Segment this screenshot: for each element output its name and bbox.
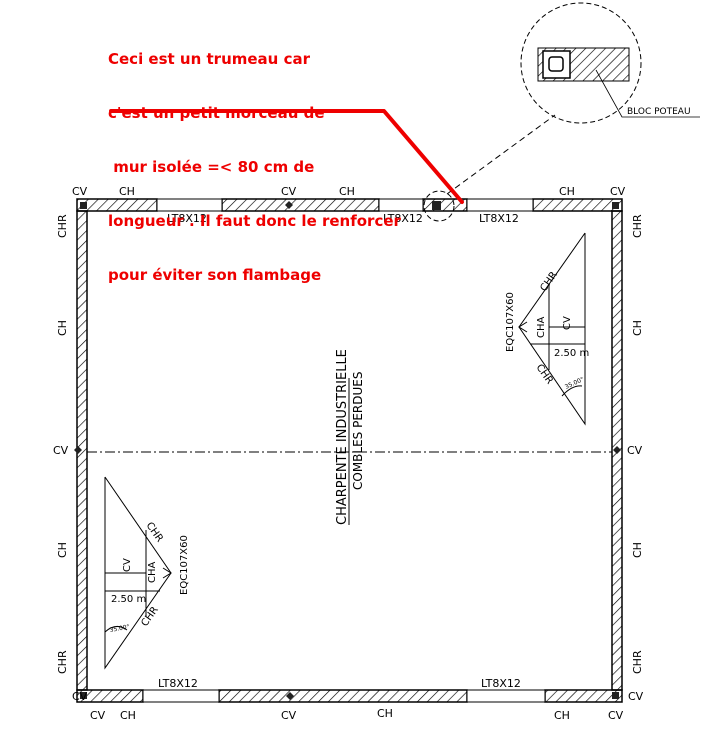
wall-bottom-3 (544, 689, 623, 703)
label-ch-top-3: CH (559, 185, 575, 198)
label-ch-bottom-1: CH (120, 709, 136, 722)
truss-right-angle: 35.00° (564, 376, 585, 391)
opening-bottom-1 (142, 689, 220, 703)
label-chr-left-top: CHR (56, 214, 69, 238)
trumeau-marker-circle (423, 190, 455, 222)
truss-right-cv: CV (562, 316, 573, 330)
opening-top-3 (466, 198, 534, 212)
label-ch-right-2: CH (631, 542, 644, 558)
label-lintel-bottom-1: LT8X12 (158, 677, 198, 690)
label-lintel-top-2: LT8X12 (383, 212, 423, 225)
truss-right (518, 232, 586, 426)
post-right-mid (613, 446, 621, 454)
label-ch-right-1: CH (631, 320, 644, 336)
truss-left-chr-bottom: CHR (139, 605, 160, 629)
label-cv-bottom-right-b: CV (608, 709, 624, 722)
detail-callout: BLOC POTEAU (423, 2, 700, 222)
opening-top-2 (378, 198, 424, 212)
truss-right-angle-arc (561, 385, 583, 397)
truss-left-span: 2.50 m (111, 594, 146, 605)
label-lintel-top-1: LT8X12 (167, 212, 207, 225)
annotation-line-2: c'est un petit morceau de (108, 104, 325, 122)
post-top-mid (285, 201, 293, 209)
truss-left-cha: CHA (147, 561, 158, 583)
center-title: CHARPENTE INDUSTRIELLE (335, 349, 350, 525)
truss-left-chr-top: CHR (144, 520, 165, 544)
label-cv-bottom-left-b: CV (90, 709, 106, 722)
label-cv-bottom-right-a: CV (628, 690, 644, 703)
annotation-line-1: Ceci est un trumeau car (108, 50, 310, 68)
truss-left-labels: CHR CV CHA 2.50 m CHR 35.00° EQC107X60 (109, 520, 190, 634)
label-cv-top-left: CV (72, 185, 88, 198)
annotation-note: Ceci est un trumeau car c'est un petit m… (108, 14, 408, 302)
wall-top-3 (532, 198, 623, 212)
detail-post-core (548, 56, 564, 72)
post-top-right (612, 202, 619, 209)
label-cv-left-mid: CV (53, 444, 69, 457)
truss-left (104, 476, 172, 670)
label-cv-top-right: CV (610, 185, 626, 198)
label-lintel-top-3: LT8X12 (479, 212, 519, 225)
detail-link-line (446, 114, 556, 195)
label-lintel-bottom-2: LT8X12 (481, 677, 521, 690)
label-cv-top-mid: CV (281, 185, 297, 198)
label-ch-bottom-3: CH (554, 709, 570, 722)
opening-bottom-2 (466, 689, 546, 703)
truss-right-span: 2.50 m (554, 348, 589, 359)
annotation-line-4: longueur . Il faut donc le renforcer (108, 212, 401, 230)
truss-right-mark (518, 321, 528, 333)
center-title-group: CHARPENTE INDUSTRIELLE COMBLES PERDUES (335, 349, 365, 525)
label-cv-right-mid: CV (627, 444, 643, 457)
truss-right-chr-bottom: CHR (534, 362, 555, 386)
label-cv-bottom-mid: CV (281, 709, 297, 722)
wall-labels: CV CH CV CH CH CV LT8X12 LT8X12 LT8X12 L… (53, 185, 644, 722)
label-ch-left-2: CH (56, 542, 69, 558)
post-bottom-right (612, 692, 619, 699)
post-bottom-mid (286, 692, 294, 700)
post-top-left (80, 202, 87, 209)
annotation-line-3: mur isolée =< 80 cm de (108, 158, 315, 176)
center-subtitle: COMBLES PERDUES (351, 372, 365, 491)
truss-right-triangle (518, 232, 586, 426)
label-chr-right-bottom: CHR (631, 650, 644, 674)
truss-right-labels: CHR CHA CV 2.50 m CHR 35.00° EQC107X60 (505, 270, 589, 391)
label-ch-top-2: CH (339, 185, 355, 198)
truss-left-angle: 35.00° (109, 624, 130, 634)
label-ch-bottom-2: CH (377, 707, 393, 720)
opening-top-1 (156, 198, 223, 212)
truss-left-name: EQC107X60 (179, 535, 190, 595)
post-left-mid (74, 446, 82, 454)
detail-circle (520, 2, 642, 124)
label-ch-left-1: CH (56, 320, 69, 336)
annotation-arrow (109, 109, 464, 204)
truss-right-cha: CHA (536, 316, 547, 338)
truss-left-cv: CV (122, 558, 133, 572)
truss-right-name: EQC107X60 (505, 292, 516, 352)
truss-left-angle-arc (104, 626, 128, 633)
bloc-poteau-post (432, 201, 441, 210)
label-chr-right-top: CHR (631, 214, 644, 238)
label-ch-top-1: CH (119, 185, 135, 198)
detail-label: BLOC POTEAU (627, 107, 691, 117)
label-cv-bottom-left-a: CV (72, 690, 88, 703)
posts (74, 201, 621, 700)
truss-left-mark (162, 567, 172, 579)
detail-leader (595, 69, 700, 118)
label-chr-left-bottom: CHR (56, 650, 69, 674)
wall-bottom-2 (218, 689, 468, 703)
post-bottom-left (80, 692, 87, 699)
annotation-line-5: pour éviter son flambage (108, 266, 322, 284)
